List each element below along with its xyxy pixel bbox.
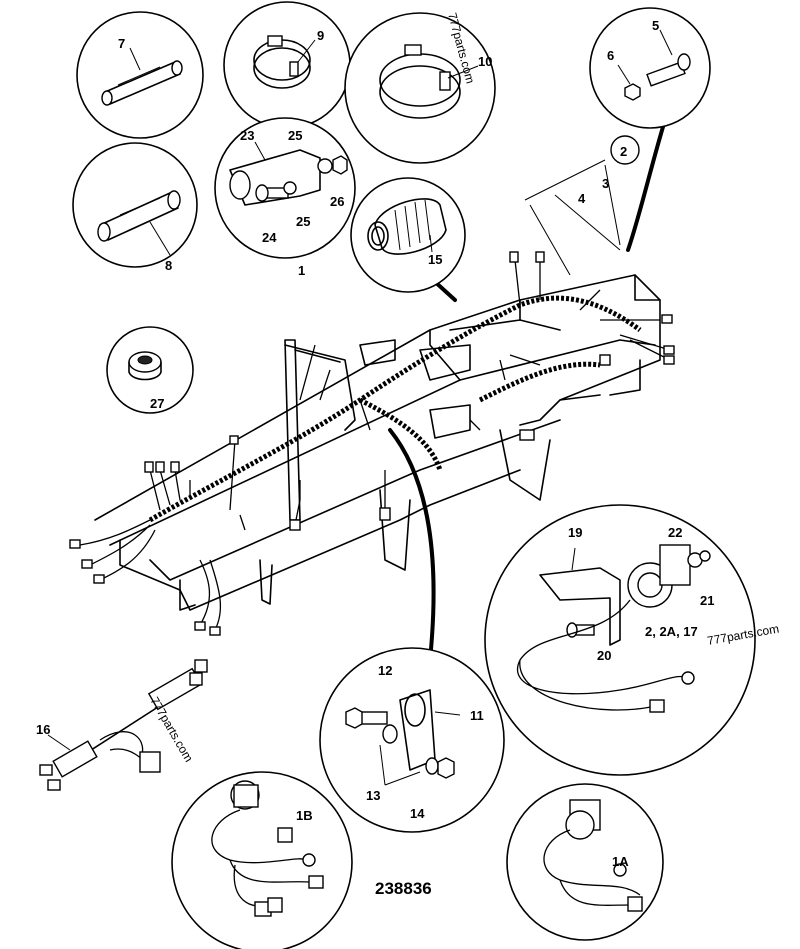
callout-labels: 1 2 3 4 5 6 7 8 9 10 11 12 13 14 15 16 1… (36, 18, 714, 869)
callout-2-circle (610, 135, 640, 165)
label-4: 4 (578, 191, 586, 206)
label-7: 7 (118, 36, 125, 51)
part-16-harness (39, 659, 208, 791)
label-24: 24 (262, 230, 277, 245)
drawing-number: 238836 (375, 879, 432, 898)
leader-mount-to-frame (388, 428, 436, 662)
label-2: 2 (620, 144, 627, 159)
detail-10-clamp (344, 12, 496, 164)
label-20: 20 (597, 648, 611, 663)
detail-9-clamp (223, 1, 351, 129)
label-5: 5 (652, 18, 659, 33)
label-15: 15 (428, 252, 442, 267)
label-1b: 1B (296, 808, 313, 823)
detail-11-14-clip (319, 647, 505, 833)
detail-19-22-socket (484, 504, 756, 776)
label-12: 12 (378, 663, 392, 678)
label-22: 22 (668, 525, 682, 540)
label-27: 27 (150, 396, 164, 411)
label-6: 6 (607, 48, 614, 63)
label-19: 19 (568, 525, 582, 540)
label-11: 11 (470, 708, 484, 723)
label-10: 10 (478, 54, 492, 69)
label-1: 1 (298, 263, 305, 278)
leader-frame-lines (524, 159, 621, 276)
label-14: 14 (410, 806, 425, 821)
chassis-frame (94, 274, 661, 611)
detail-1b-socket (171, 771, 353, 949)
label-1a: 1A (612, 854, 629, 869)
label-2-2a-17: 2, 2A, 17 (645, 624, 698, 639)
label-13: 13 (366, 788, 380, 803)
detail-27-grommet (106, 326, 194, 414)
label-25-bottom: 25 (296, 214, 310, 229)
label-16: 16 (36, 722, 50, 737)
detail-23-26-bracket (214, 117, 356, 259)
label-8: 8 (165, 258, 172, 273)
wiring-harness (69, 251, 675, 636)
detail-8-tube (72, 142, 198, 268)
label-25-top: 25 (288, 128, 302, 143)
label-9: 9 (317, 28, 324, 43)
leader-fastener-to-frame (626, 118, 667, 252)
detail-5-6-fasteners (589, 7, 711, 129)
label-26: 26 (330, 194, 344, 209)
detail-1a-socket (506, 783, 664, 941)
detail-7-sleeve (76, 11, 204, 139)
label-21: 21 (700, 593, 714, 608)
label-23: 23 (240, 128, 254, 143)
detail-15-grommet (350, 177, 466, 293)
label-3: 3 (602, 176, 609, 191)
